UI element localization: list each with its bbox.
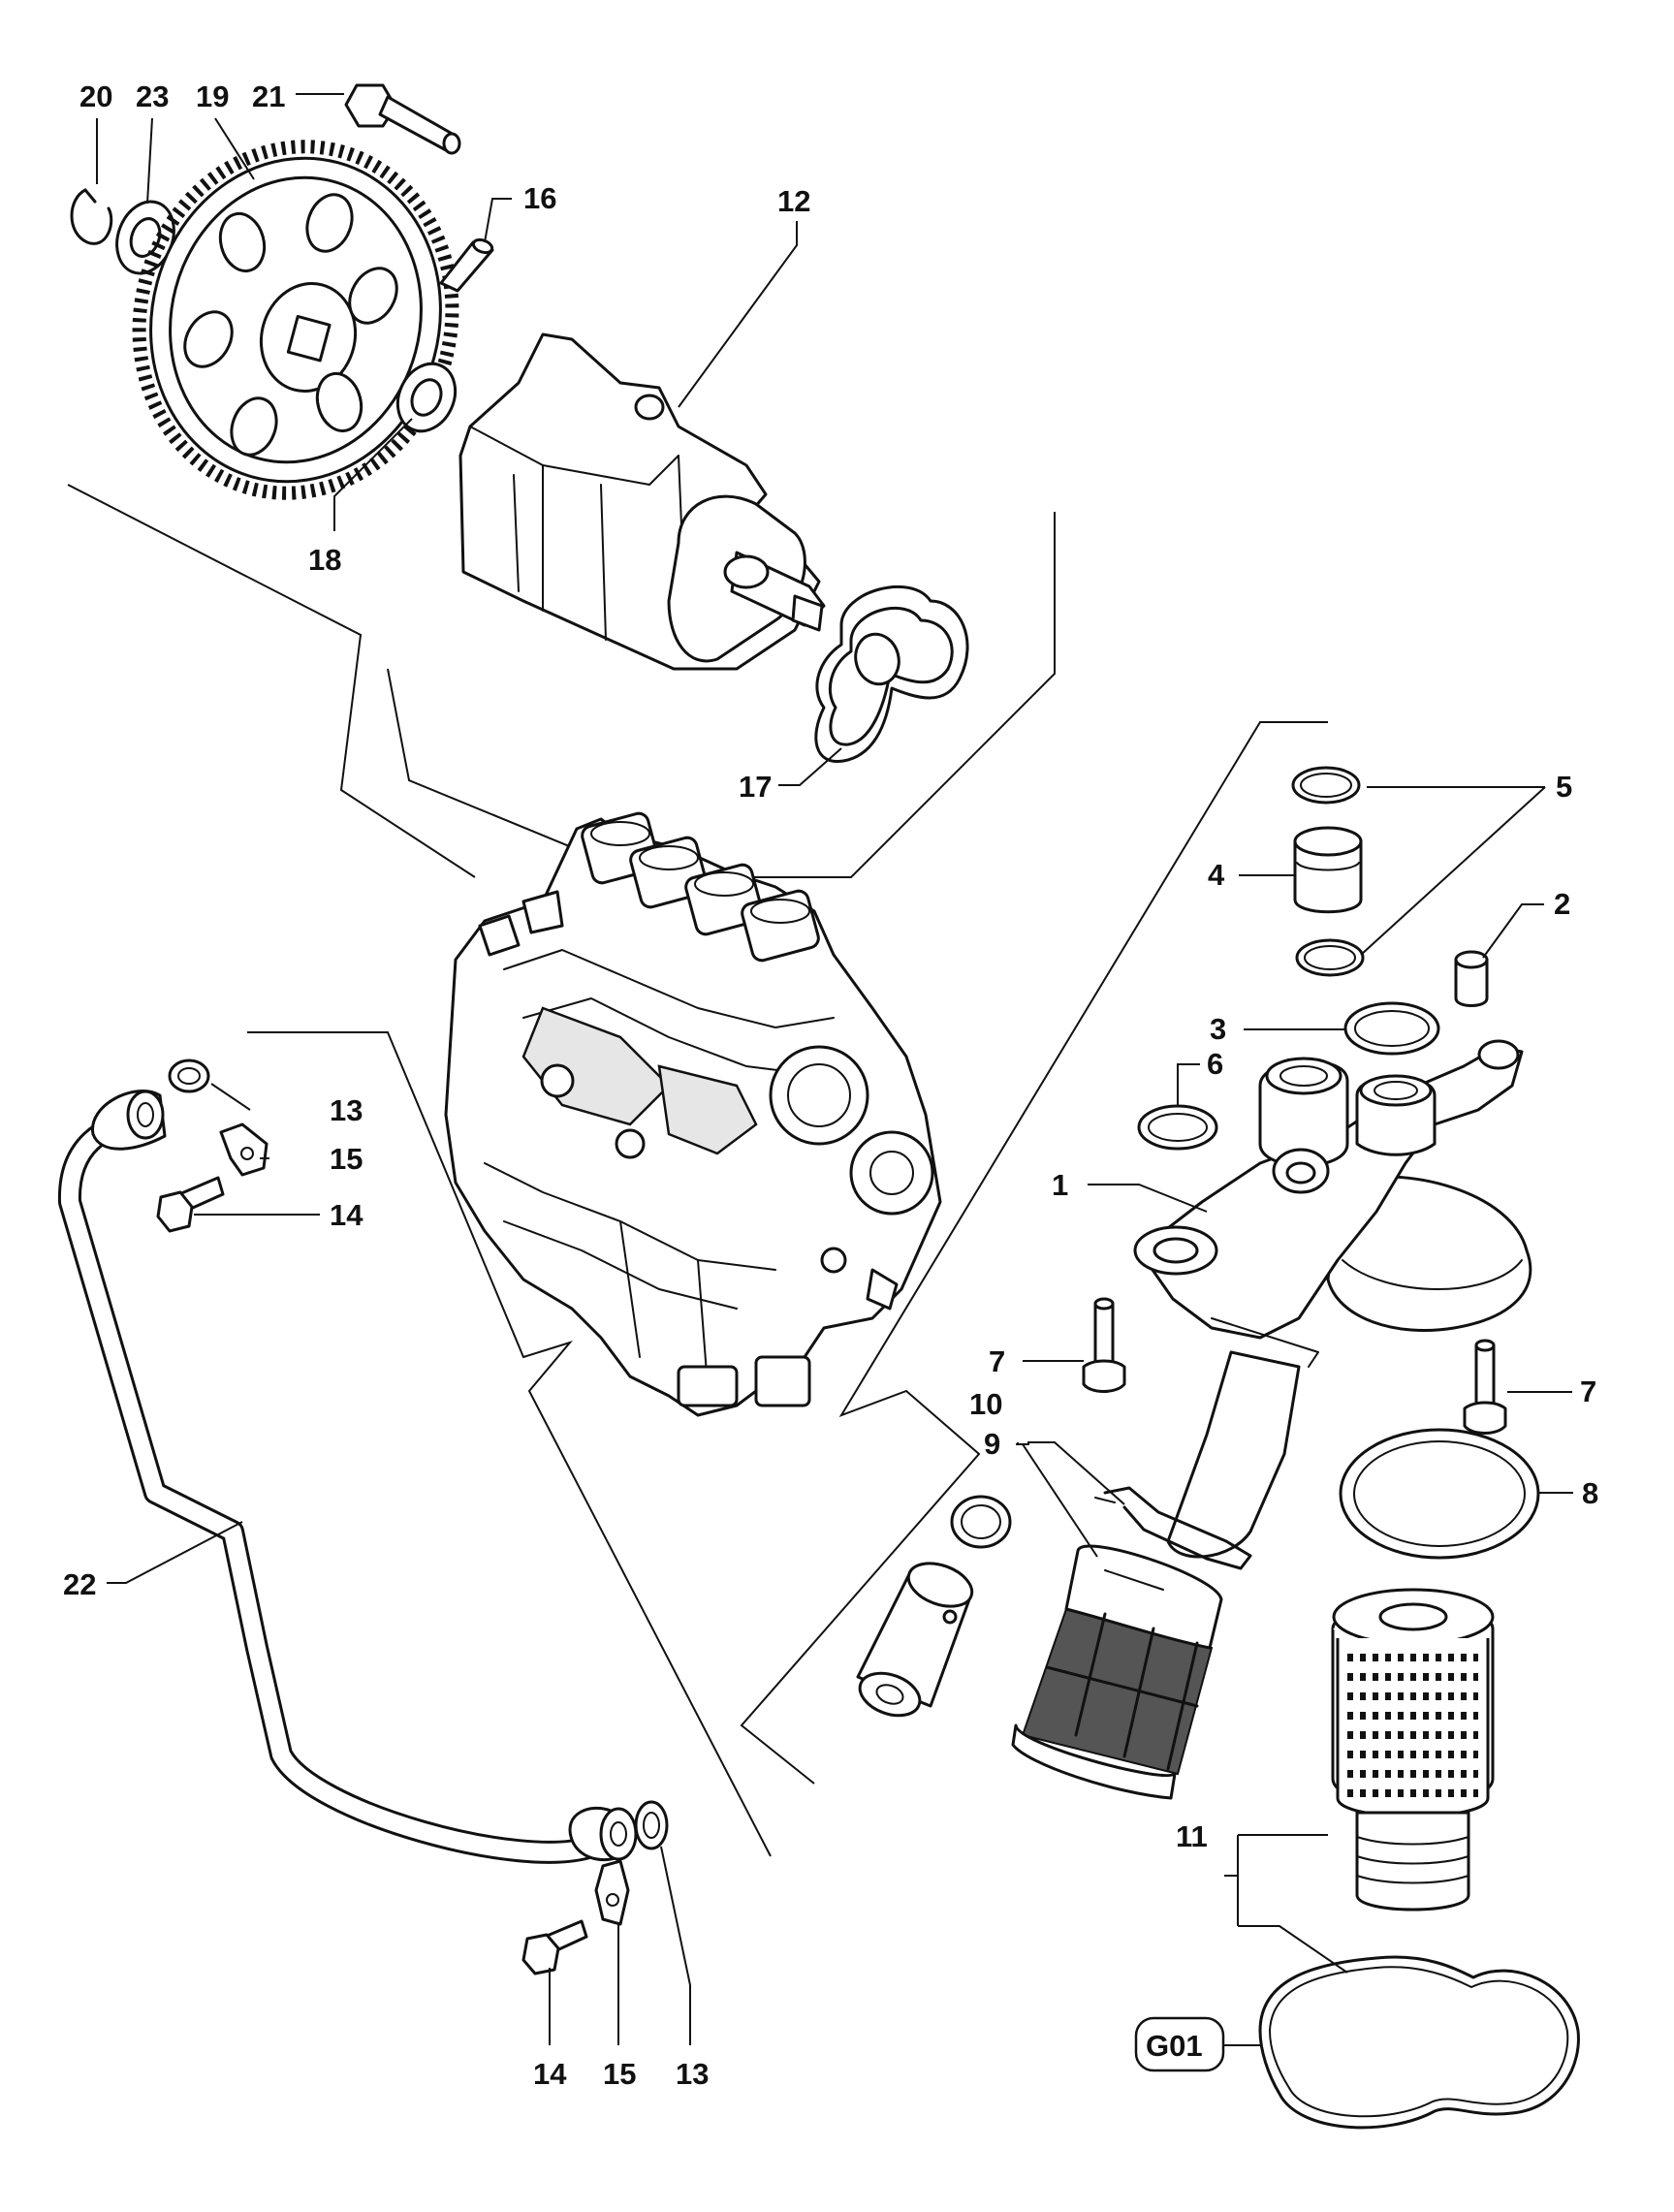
gasket-17	[814, 585, 969, 763]
label-20: 20	[79, 79, 112, 113]
spring-clip-10	[1094, 1486, 1252, 1570]
reference-code: G01	[1146, 2029, 1203, 2063]
sector-lines	[67, 484, 1328, 1857]
bolt-21	[344, 83, 461, 155]
oil-pump-12	[458, 332, 826, 671]
label-18: 18	[308, 543, 341, 577]
label-10: 10	[969, 1387, 1002, 1421]
oil-filter-11	[1331, 1588, 1495, 1912]
label-3: 3	[1210, 1012, 1226, 1046]
gasket-g01	[1258, 1955, 1580, 2130]
part-labels: 20 23 19 21 16 12 18 17 5 4 2 3 6 1 7 7 …	[63, 79, 1598, 2091]
label-19: 19	[196, 79, 229, 113]
label-5: 5	[1556, 770, 1572, 804]
reference-tag-g01: G01	[1134, 2016, 1225, 2072]
circlip-20	[70, 188, 113, 245]
label-22: 22	[63, 1567, 96, 1601]
o-rings-5	[1291, 766, 1365, 977]
label-13a: 13	[330, 1093, 363, 1127]
label-16: 16	[523, 181, 556, 215]
strainer-9	[1011, 1544, 1223, 1800]
label-14b: 14	[533, 2057, 567, 2091]
label-4: 4	[1208, 858, 1225, 892]
bushing-4	[1293, 826, 1363, 914]
washer-18	[395, 362, 458, 433]
bolts-14	[156, 1176, 588, 1975]
washers-13	[168, 1059, 669, 1850]
label-13b: 13	[676, 2057, 709, 2091]
label-15a: 15	[330, 1142, 363, 1176]
label-23: 23	[136, 79, 169, 113]
gear-19	[132, 140, 459, 500]
label-15b: 15	[603, 2057, 636, 2091]
pressure-valve	[856, 1495, 1012, 1718]
label-21: 21	[252, 79, 285, 113]
label-11: 11	[1176, 1819, 1208, 1853]
label-7a: 7	[989, 1344, 1005, 1378]
label-12: 12	[777, 184, 810, 218]
o-ring-3	[1343, 1001, 1440, 1056]
leader-lines	[96, 93, 1573, 2046]
oil-pipe-22	[57, 1090, 638, 1864]
engine-block	[444, 811, 942, 1417]
o-ring-6	[1137, 1104, 1218, 1151]
bolts-7	[1082, 1297, 1507, 1435]
sleeve-2	[1454, 950, 1489, 1007]
label-6: 6	[1207, 1047, 1223, 1081]
filter-housing-1	[1133, 1039, 1532, 1559]
label-2: 2	[1554, 887, 1570, 921]
label-8: 8	[1582, 1476, 1598, 1510]
label-17: 17	[739, 770, 772, 804]
label-9: 9	[984, 1427, 1000, 1461]
o-ring-8	[1339, 1428, 1540, 1560]
dowel-pin-16	[439, 237, 494, 293]
label-1: 1	[1052, 1168, 1068, 1202]
label-14a: 14	[330, 1198, 363, 1232]
brackets-15	[219, 1122, 630, 1926]
label-7b: 7	[1580, 1375, 1596, 1408]
